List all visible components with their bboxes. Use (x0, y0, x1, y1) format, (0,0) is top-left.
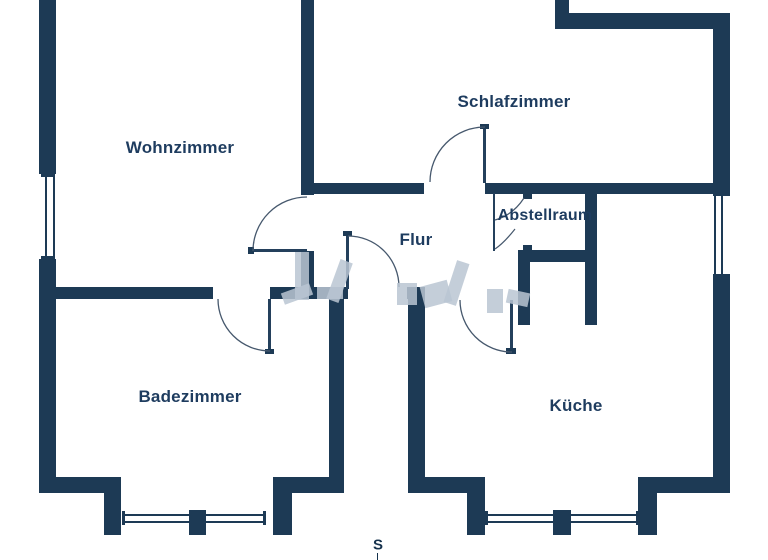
window-frame-tick (41, 173, 55, 177)
wall-segment (713, 278, 730, 493)
wall-segment (301, 183, 424, 194)
wall-segment (518, 250, 585, 262)
room-label-flur: Flur (399, 230, 433, 249)
window-glazing-line (714, 196, 716, 274)
room-label-kueche: Küche (549, 396, 603, 415)
wall-segment (39, 0, 56, 174)
door-leaf-abstellraum (493, 193, 495, 251)
wall-segment (39, 477, 121, 493)
wall-segment (585, 183, 597, 325)
window-mullion (553, 510, 571, 535)
wall-segment (104, 477, 121, 535)
wall-segment (408, 477, 484, 493)
wall-segment (55, 287, 213, 299)
door-frame-post (523, 190, 532, 199)
door-frame-post (523, 245, 532, 254)
door-arc-badezimmer (217, 298, 271, 352)
door-arc-abstellraum-upper (494, 197, 525, 221)
window-mullion (189, 510, 206, 535)
window-frame-tick (713, 192, 730, 196)
room-label-abstellraum: Abstellraum (497, 207, 593, 224)
room-label-badezimmer: Badezimmer (138, 387, 242, 406)
room-label-schlafzimmer: Schlafzimmer (457, 92, 571, 111)
wall-segment (713, 13, 730, 193)
window-frame-tick (713, 274, 730, 278)
window-glazing-line (53, 177, 55, 256)
watermark-fragment (487, 289, 503, 313)
wall-segment (408, 287, 425, 493)
door-frame-cap (248, 247, 254, 254)
window-glazing-line (45, 177, 47, 256)
door-leaf-kueche (510, 300, 513, 352)
wall-segment (329, 299, 344, 493)
wall-segment (485, 183, 713, 194)
compass-needle-line (377, 553, 378, 560)
window-frame-tick (122, 511, 125, 525)
wall-segment (555, 13, 730, 29)
door-arc-abstellraum-lower (494, 228, 516, 250)
door-arc-entrance (347, 235, 400, 288)
door-frame-cap (343, 231, 352, 236)
wall-segment (39, 259, 56, 493)
wall-segment (273, 477, 341, 493)
door-frame-cap (506, 348, 516, 354)
window-frame-tick (636, 511, 639, 525)
door-leaf-wohnzimmer (253, 249, 307, 252)
window-frame-tick (41, 256, 55, 260)
wall-segment (638, 477, 730, 493)
compass-south-label: S (372, 536, 384, 554)
window-frame-tick (263, 511, 266, 525)
door-leaf-badezimmer (268, 299, 271, 352)
door-arc-schlafzimmer (429, 126, 486, 183)
room-label-wohnzimmer: Wohnzimmer (125, 138, 235, 157)
wall-segment (467, 477, 485, 535)
wall-segment (301, 0, 314, 195)
window-frame-tick (485, 511, 488, 525)
wall-segment (555, 0, 569, 29)
watermark-fragment (397, 283, 417, 305)
window-glazing-line (721, 196, 723, 274)
door-arc-wohnzimmer (252, 196, 308, 252)
door-arc-kueche (459, 299, 513, 353)
door-leaf-schlafzimmer (483, 127, 486, 183)
